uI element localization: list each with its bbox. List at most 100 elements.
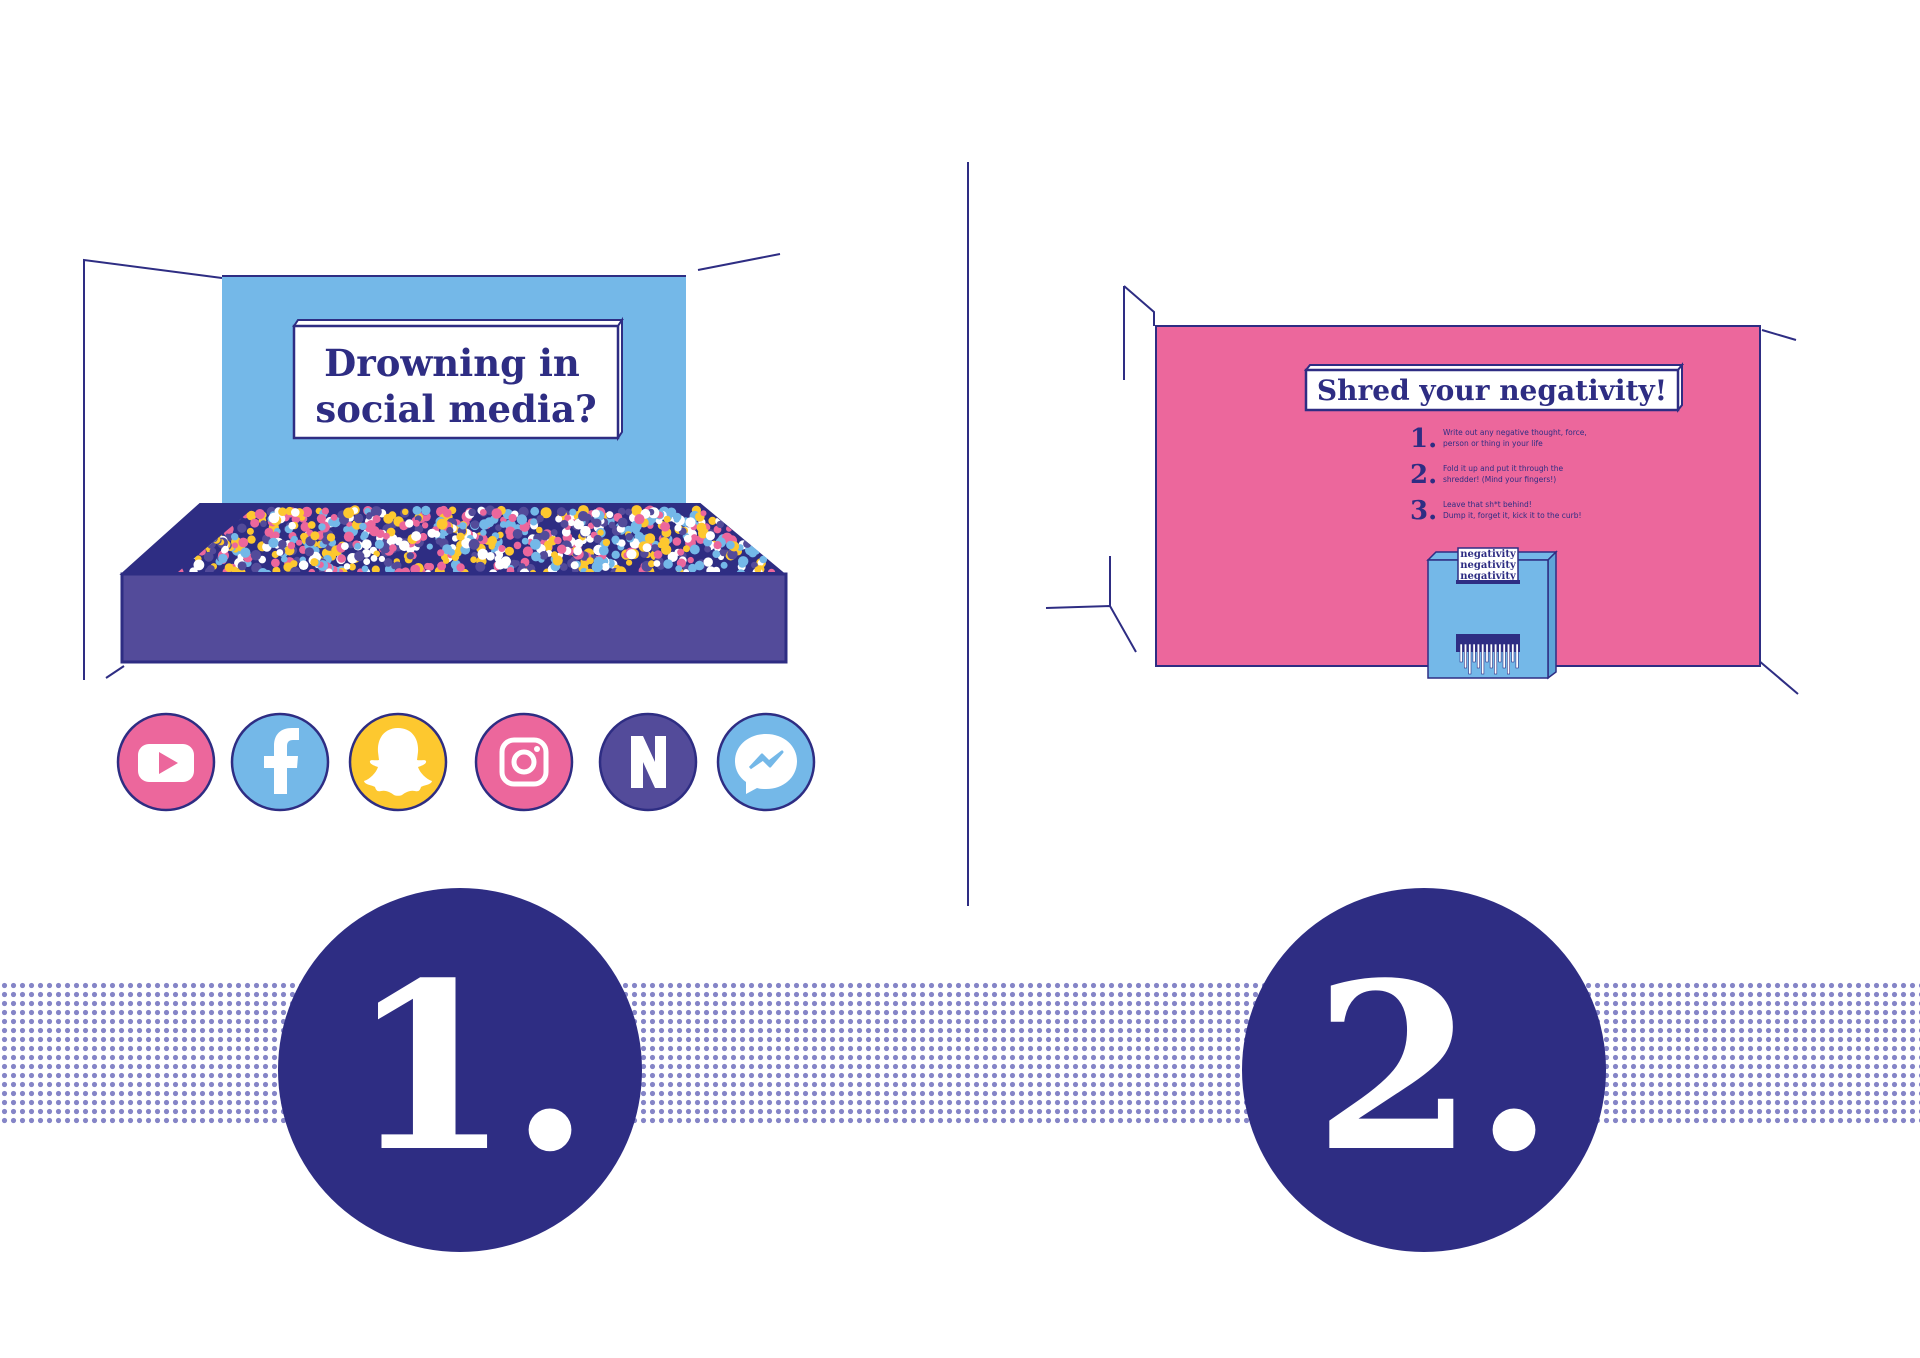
ball	[573, 546, 583, 556]
ball	[560, 520, 569, 528]
ball	[477, 548, 488, 559]
ball	[508, 513, 517, 523]
ball	[370, 506, 382, 518]
ball	[687, 556, 694, 564]
ball	[419, 532, 428, 541]
ball	[361, 539, 372, 550]
ball	[660, 521, 671, 532]
ball	[310, 558, 319, 567]
ball	[618, 539, 626, 547]
ball	[751, 561, 758, 569]
ball	[421, 522, 429, 529]
ball	[316, 514, 327, 524]
ball	[378, 555, 385, 563]
ball	[592, 518, 602, 528]
ball	[442, 557, 450, 564]
paper-shreds	[1459, 643, 1519, 675]
headline-line-2: social media?	[315, 387, 596, 431]
ball	[411, 531, 422, 542]
headline-sign: Drowning in social media?	[292, 316, 624, 442]
youtube-icon	[116, 712, 216, 812]
ball	[712, 550, 721, 558]
ball	[556, 507, 567, 517]
ball	[383, 558, 393, 567]
ball	[625, 508, 632, 516]
ball	[388, 511, 397, 520]
ball	[290, 566, 301, 572]
ball	[491, 508, 502, 519]
ball	[615, 566, 627, 572]
shred-strip	[1459, 643, 1463, 663]
ball	[361, 565, 369, 572]
ball	[257, 568, 268, 572]
shred-strip	[1507, 643, 1511, 675]
ball	[574, 538, 584, 548]
shred-strip	[1468, 643, 1472, 675]
ball	[748, 548, 757, 558]
ball	[402, 508, 409, 515]
ball	[470, 520, 480, 529]
shred-strip	[1476, 643, 1480, 669]
ball	[272, 566, 281, 572]
ball	[221, 547, 228, 554]
ball	[276, 549, 284, 556]
ball	[354, 551, 365, 562]
shred-strip	[1489, 643, 1493, 669]
number-1-badge: 1.	[278, 888, 642, 1252]
ball	[456, 563, 465, 572]
ball	[268, 537, 279, 549]
panel-1-ball-pit-illustration: Drowning in social media?	[83, 253, 816, 812]
ball	[716, 520, 724, 529]
paper-word-3: negativity	[1460, 571, 1517, 582]
ball	[530, 518, 538, 526]
ball	[651, 544, 659, 553]
ball	[570, 561, 579, 570]
shred-sign: Shred your negativity!	[1303, 362, 1685, 413]
ball	[271, 558, 280, 568]
ball	[433, 530, 441, 538]
ball	[386, 537, 396, 547]
ball	[468, 538, 480, 550]
n-app-icon	[598, 712, 698, 812]
ball	[298, 560, 309, 570]
ball	[625, 533, 634, 541]
ball	[277, 539, 287, 549]
ball	[642, 543, 652, 552]
ball	[519, 568, 530, 572]
ball	[353, 513, 364, 524]
snapchat-icon	[348, 712, 448, 812]
ball	[304, 547, 314, 557]
ball	[475, 561, 486, 572]
ball	[240, 547, 251, 558]
number-2-badge: 2.	[1242, 888, 1606, 1252]
ball	[401, 567, 411, 572]
ball	[720, 561, 728, 569]
ball	[246, 510, 257, 521]
ball	[348, 563, 356, 571]
ball	[767, 568, 776, 572]
ball	[288, 521, 297, 530]
ball	[587, 522, 595, 530]
ball	[374, 539, 384, 549]
ball	[634, 514, 645, 525]
ball	[727, 549, 738, 560]
ball	[683, 534, 692, 543]
ball	[506, 566, 515, 572]
ball	[488, 569, 498, 572]
ball	[206, 565, 215, 572]
ball	[586, 557, 594, 565]
shred-strip	[1472, 643, 1476, 663]
ball	[555, 515, 563, 523]
ball	[617, 517, 628, 528]
step-1-number: 1.	[1410, 424, 1437, 454]
ball	[470, 556, 477, 563]
ball	[559, 563, 568, 571]
ball	[531, 551, 541, 562]
ball	[611, 550, 620, 559]
ball	[704, 545, 711, 553]
ball	[296, 539, 303, 546]
ball	[743, 539, 752, 548]
ball	[499, 521, 507, 528]
ball	[663, 559, 673, 569]
headline-line-1: Drowning in	[324, 341, 580, 385]
